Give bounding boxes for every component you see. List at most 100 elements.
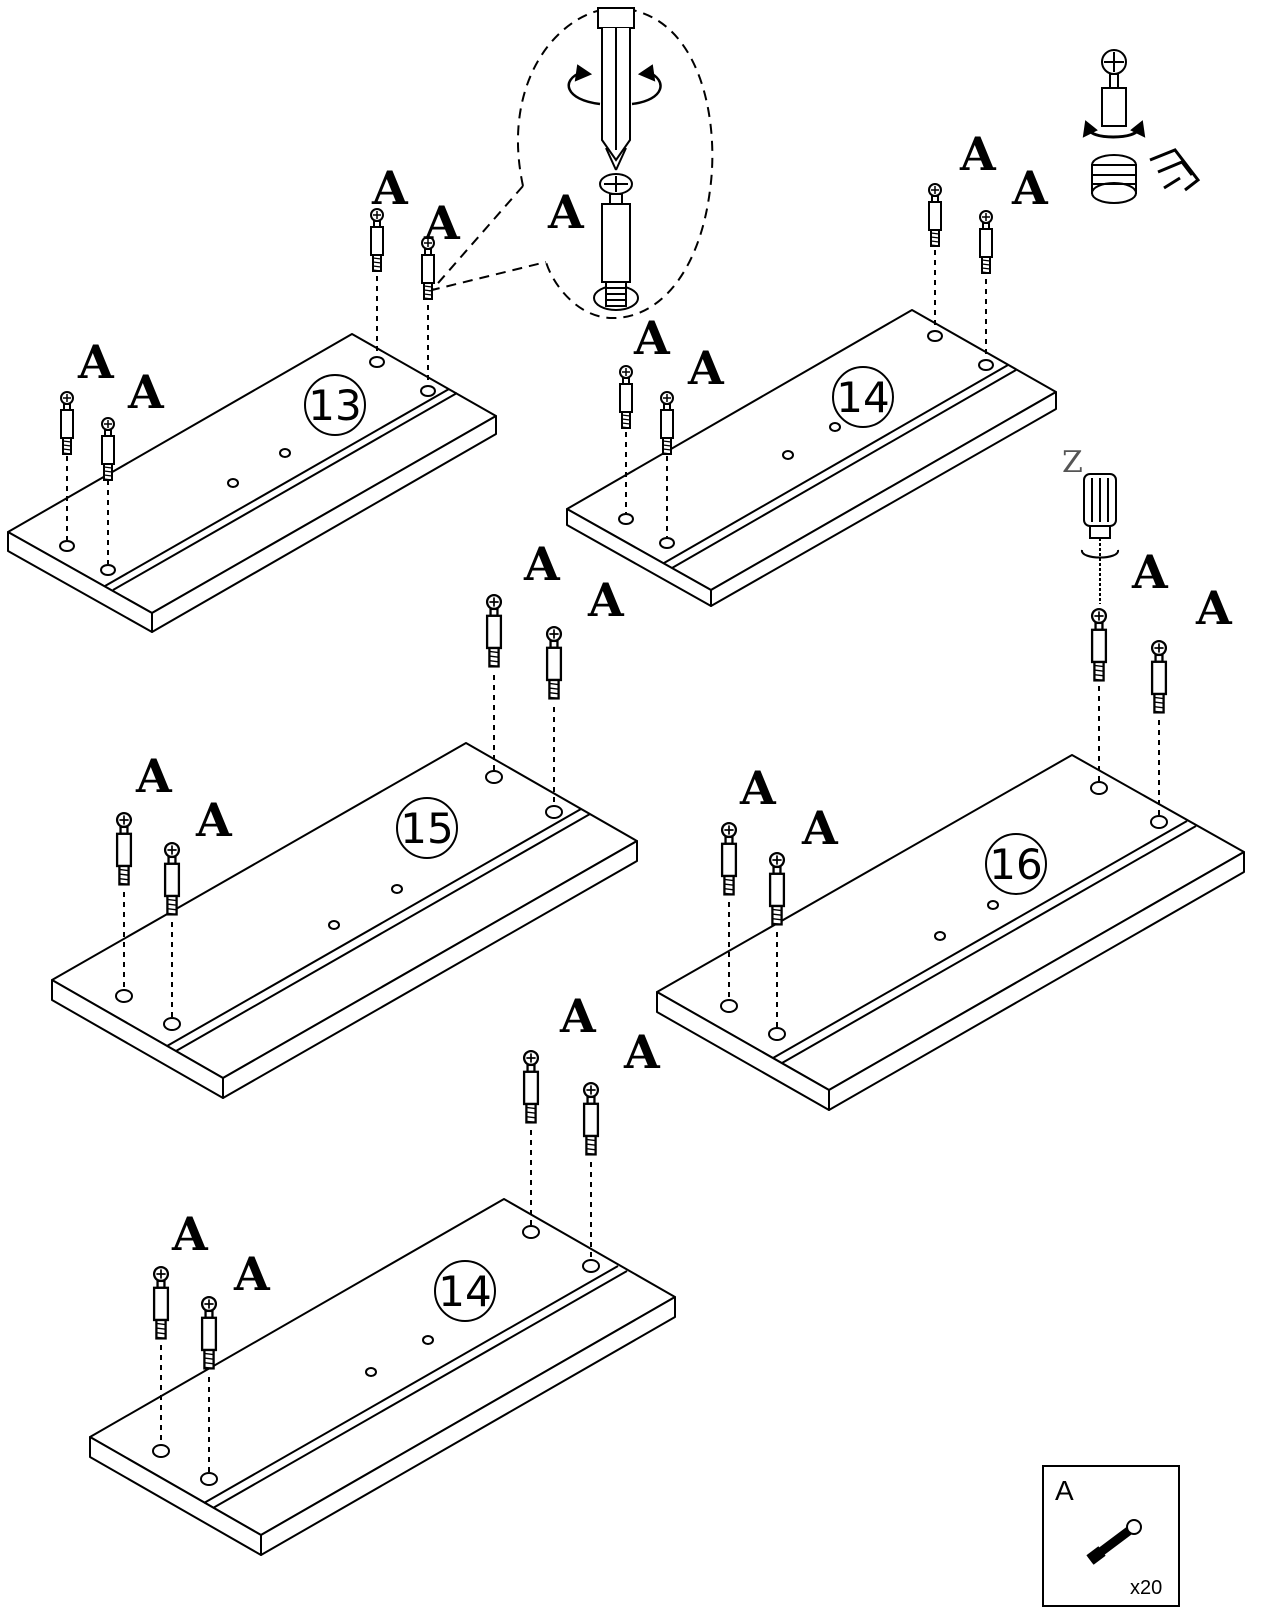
panel-number-badge [434, 1260, 496, 1322]
panel-hole [720, 999, 738, 1013]
screwdriver-icon [597, 7, 635, 171]
panel-hole [934, 931, 946, 941]
part-label-a: A [171, 1207, 209, 1261]
panel-groove [781, 825, 1197, 1064]
panel-hole [522, 1225, 540, 1239]
panel-number: 14 [438, 1267, 491, 1316]
part-label-a: A [587, 573, 625, 627]
panel-15 [51, 742, 638, 1099]
panel-hole [1150, 815, 1168, 829]
panel-side-edge [710, 391, 1057, 607]
panel-hole [545, 805, 563, 819]
screwdriver-tool [1081, 473, 1119, 604]
panel-number-badge [304, 374, 366, 436]
panel-number-badge [396, 797, 458, 859]
cam-bolt [979, 210, 993, 274]
panel-hole [365, 1367, 377, 1377]
panel-hole [59, 540, 75, 552]
rotate-arrow-icon [1088, 127, 1140, 139]
panel-hole [420, 385, 436, 397]
hardware-legend: A x20 [1042, 1465, 1180, 1607]
part-labels: A A A A A A A A A A A A A A A A A A A A … [77, 127, 1233, 1301]
cam-bolt [660, 391, 674, 455]
panel-hole [618, 513, 634, 525]
panel-number: 14 [836, 373, 889, 422]
panel-14-bottom [89, 1198, 676, 1556]
detail-callout [429, 6, 714, 320]
cam-lock-detail [1082, 49, 1201, 204]
callout-leader [429, 185, 547, 292]
part-label-a: A [195, 793, 233, 847]
part-label-a: A [371, 161, 409, 215]
panel-hole [768, 1027, 786, 1041]
part-label-a: A [77, 335, 115, 389]
cam-bolt-icon [1086, 1519, 1142, 1565]
panel-hole [978, 359, 994, 371]
part-label-a: A [135, 749, 173, 803]
legend-letter: A [1055, 1475, 1074, 1506]
part-label-a: A [127, 365, 165, 419]
panel-groove [112, 392, 458, 591]
cam-bolt [545, 625, 563, 700]
part-label-a: A [739, 761, 777, 815]
cam-bolt [152, 1265, 170, 1340]
part-label-a: A [1011, 161, 1049, 215]
panel-number: 13 [308, 381, 361, 430]
part-label-a: A [233, 1247, 271, 1301]
part-label-a: A [623, 1025, 661, 1079]
panel-hole [163, 1017, 181, 1031]
rotate-arrow-icon [1081, 549, 1119, 559]
panel-hole [391, 884, 403, 894]
panel-hole [152, 1444, 170, 1458]
panel-side-edge [222, 840, 638, 1099]
panel-number-badge [832, 366, 894, 428]
panel-13 [7, 333, 497, 633]
panel-hole [1090, 781, 1108, 795]
panel-groove [663, 364, 1009, 564]
cam-bolt [582, 1081, 600, 1156]
panel-number: 15 [400, 804, 453, 853]
panel-hole [227, 478, 239, 488]
panel-side-edge [151, 415, 497, 633]
panel-hole [100, 564, 116, 576]
cam-bolt [522, 1049, 540, 1124]
cam-bolt [1090, 607, 1108, 682]
part-label-a: A [423, 196, 461, 250]
cam-bolt [928, 183, 942, 247]
panel-groove [203, 1265, 619, 1504]
panel-hole [987, 900, 999, 910]
part-label-a: A [633, 311, 671, 365]
part-label-a: A [959, 127, 997, 181]
panel-groove [104, 388, 450, 587]
panel-hole [279, 448, 291, 458]
panel-groove [212, 1270, 628, 1509]
panel-16 [656, 754, 1245, 1111]
panel-hole [782, 450, 794, 460]
panel-14 [566, 309, 1057, 607]
part-label-a: A [1195, 581, 1233, 635]
cam-bolt [768, 851, 786, 926]
cam-bolt [370, 208, 384, 272]
panel-hole [582, 1259, 600, 1273]
panel-number: 16 [989, 840, 1042, 889]
part-label-a: A [687, 341, 725, 395]
cam-bolt [163, 841, 181, 916]
cam-bolts [60, 183, 1168, 1370]
panel-side-edge [828, 851, 1245, 1111]
guide-lines [66, 250, 1160, 1472]
allen-key-icon [1149, 148, 1201, 192]
panel-groove [772, 820, 1188, 1059]
part-label-a: A [547, 185, 585, 239]
part-label-a: A [523, 537, 561, 591]
panel-groove [166, 808, 582, 1047]
panel-hole [328, 920, 340, 930]
cam-bolt [115, 811, 133, 886]
panel-hole [422, 1335, 434, 1345]
panel-hole [829, 422, 841, 432]
panel-hole [369, 356, 385, 368]
panel-hole [659, 537, 675, 549]
panel-groove [671, 369, 1017, 569]
part-label-a: A [801, 801, 839, 855]
cam-bolt [101, 417, 115, 481]
